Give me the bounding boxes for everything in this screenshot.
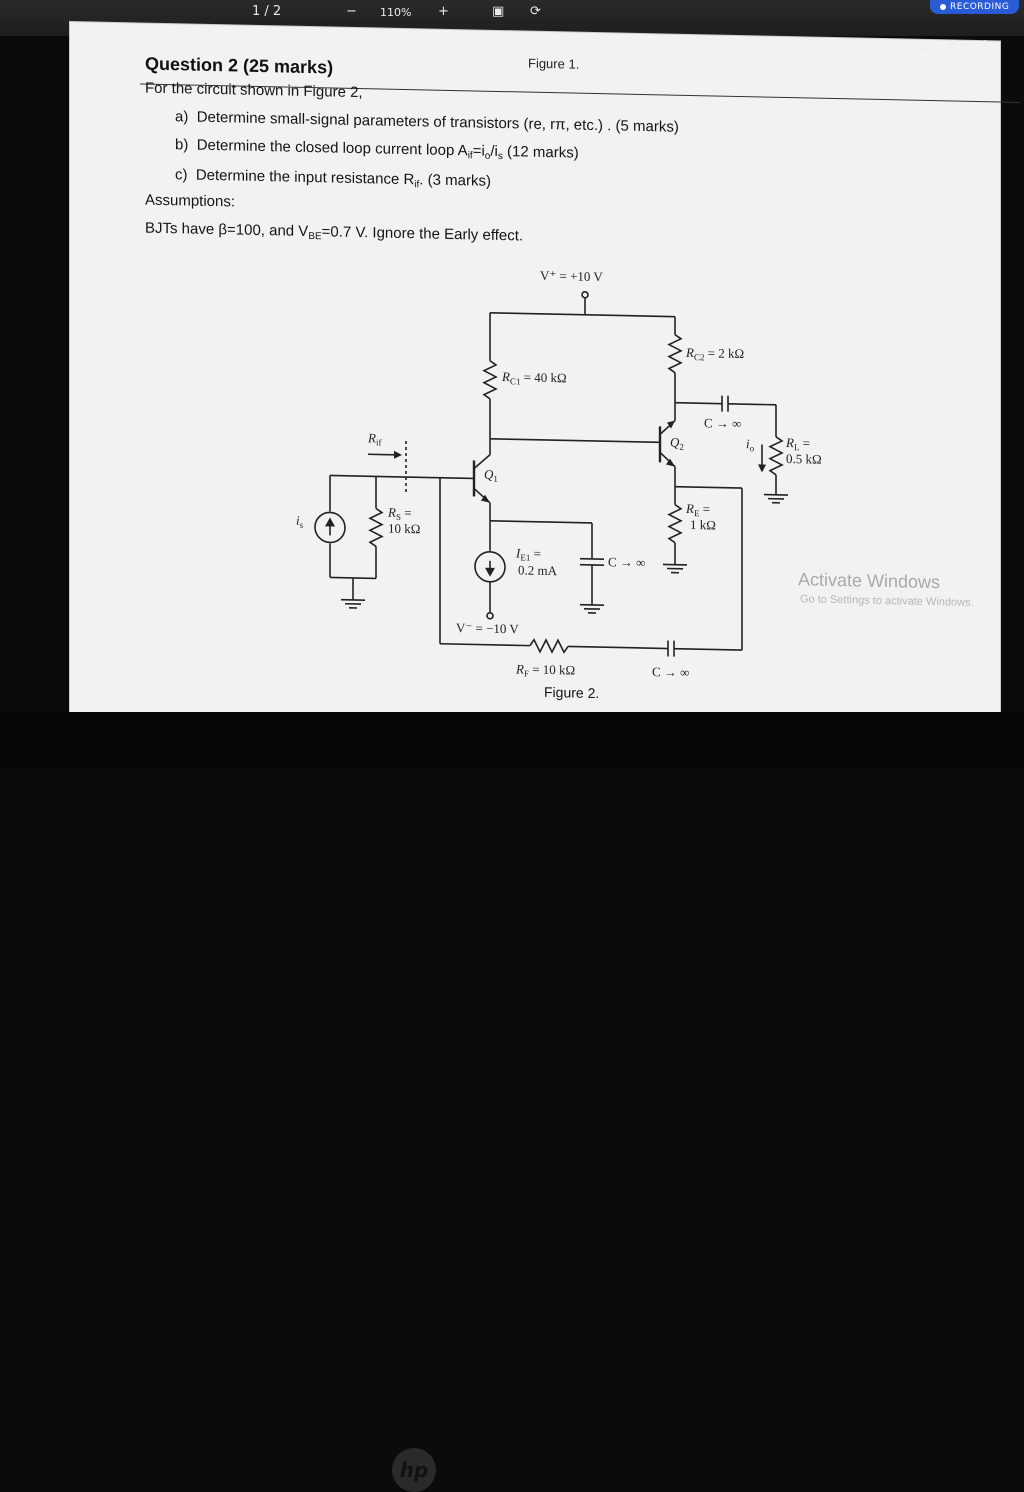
laptop-bezel: hp — [0, 712, 1024, 768]
re-resistor — [669, 505, 681, 543]
cap-label-feedback: C → ∞ — [652, 664, 689, 680]
q1-label: Q1 — [484, 467, 498, 484]
rl-resistor — [770, 437, 782, 475]
rs-value: 10 kΩ — [388, 521, 420, 537]
page-indicator[interactable]: 1 / 2 — [252, 4, 281, 19]
ie1-value: 0.2 mA — [518, 562, 558, 578]
viewer-actions: ⤓ ⎙ ⋮ — [920, 38, 1008, 54]
fit-page-icon[interactable]: ▣ — [492, 4, 504, 19]
cap-label-output: C → ∞ — [704, 415, 741, 431]
zoom-out-button[interactable]: − — [346, 4, 357, 19]
zoom-level[interactable]: 110% — [380, 6, 411, 19]
rc1-label: RC1 = 40 kΩ — [501, 369, 567, 387]
rif-label: Rif — [367, 430, 381, 447]
io-label: io — [746, 436, 755, 453]
recording-badge: RECORDING — [930, 0, 1019, 14]
rc2-label: RC2 = 2 kΩ — [685, 345, 744, 363]
rc2-resistor — [669, 335, 681, 373]
rc1-resistor — [484, 361, 496, 399]
cap-label-emitter: C → ∞ — [608, 554, 645, 570]
re-value: 1 kΩ — [690, 517, 716, 533]
zoom-in-button[interactable]: + — [438, 4, 449, 19]
pdf-page: Figure 1. Question 2 (25 marks) For the … — [70, 22, 1000, 731]
re-label: RE = — [685, 501, 710, 519]
vplus-label: V⁺ = +10 V — [540, 268, 603, 284]
download-icon[interactable]: ⤓ — [920, 38, 926, 54]
more-vert-icon[interactable]: ⋮ — [978, 38, 992, 54]
vminus-label: V⁻ = −10 V — [456, 620, 519, 636]
rf-label: RF = 10 kΩ — [515, 661, 575, 679]
circuit-diagram: V⁺ = +10 V RC1 = 40 kΩ RC2 = 2 kΩ C → ∞ … — [70, 22, 1000, 731]
rl-value: 0.5 kΩ — [786, 451, 822, 467]
rs-resistor — [370, 508, 382, 546]
rl-label: RL = — [785, 435, 810, 453]
rf-resistor — [530, 640, 568, 653]
print-icon[interactable]: ⎙ — [947, 38, 958, 54]
figure-caption: Figure 2. — [544, 684, 599, 701]
rotate-icon[interactable]: ⟳ — [530, 4, 541, 19]
vplus-terminal — [582, 292, 588, 298]
ie1-label: IE1 = — [515, 545, 541, 563]
activate-windows-title: Activate Windows — [798, 569, 940, 593]
hp-logo-icon: hp — [392, 1448, 436, 1492]
q2-label: Q2 — [670, 435, 684, 452]
rs-label: RS = — [387, 505, 412, 523]
is-label: is — [296, 513, 304, 530]
